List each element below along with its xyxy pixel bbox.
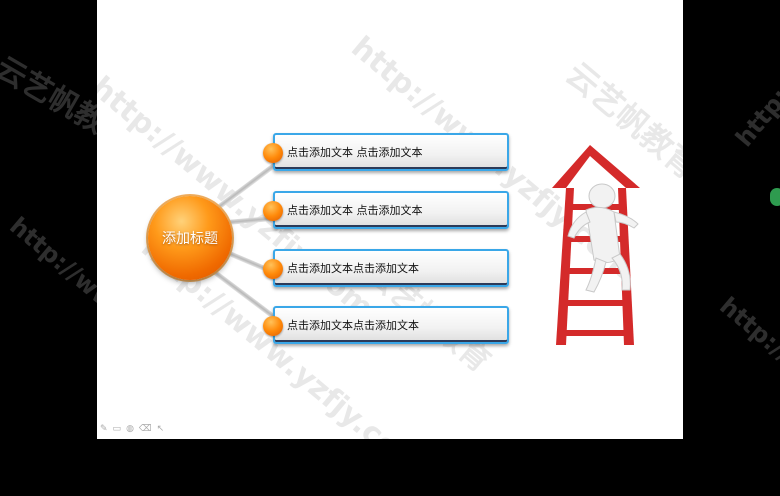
- side-tab[interactable]: [770, 188, 780, 206]
- pen-icon[interactable]: ✎: [100, 424, 108, 434]
- text-box-label: 点击添加文本 点击添加文本: [287, 204, 423, 217]
- climbing-figure: [567, 183, 639, 293]
- bullet-dot: [263, 259, 283, 279]
- text-box-4[interactable]: 点击添加文本点击添加文本: [273, 306, 509, 344]
- text-box-3[interactable]: 点击添加文本点击添加文本: [273, 249, 509, 287]
- ladder-arrow-head: [552, 145, 640, 188]
- ladder-rung: [564, 330, 632, 336]
- bullet-dot: [263, 316, 283, 336]
- ladder-figure-illustration: [552, 145, 640, 345]
- bullet-dot: [263, 201, 283, 221]
- screen-icon[interactable]: ▭: [112, 424, 122, 434]
- side-watermark-url-right-bottom: http://www.yzfjy.com: [714, 291, 780, 496]
- globe-icon[interactable]: ◍: [126, 424, 134, 434]
- title-hub[interactable]: 添加标题: [148, 196, 232, 280]
- text-box-1[interactable]: 点击添加文本 点击添加文本: [273, 133, 509, 171]
- eraser-icon[interactable]: ⌫: [138, 424, 152, 434]
- bullet-dot: [263, 143, 283, 163]
- ladder-rung: [566, 300, 630, 306]
- text-box-label: 点击添加文本 点击添加文本: [287, 146, 423, 159]
- hub-title: 添加标题: [162, 231, 218, 247]
- pointer-icon[interactable]: ↖: [156, 424, 165, 434]
- slideshow-toolbar: ✎ ▭ ◍ ⌫ ↖: [100, 424, 164, 434]
- text-box-label: 点击添加文本点击添加文本: [287, 319, 419, 332]
- side-watermark-url-right: http://www.yzfjy.com: [730, 0, 780, 153]
- slide-canvas: http://www.yzfjy.com http://www.yzfjy.co…: [97, 0, 683, 439]
- text-box-label: 点击添加文本点击添加文本: [287, 262, 419, 275]
- text-box-2[interactable]: 点击添加文本 点击添加文本: [273, 191, 509, 229]
- ladder-rail-left: [556, 188, 574, 345]
